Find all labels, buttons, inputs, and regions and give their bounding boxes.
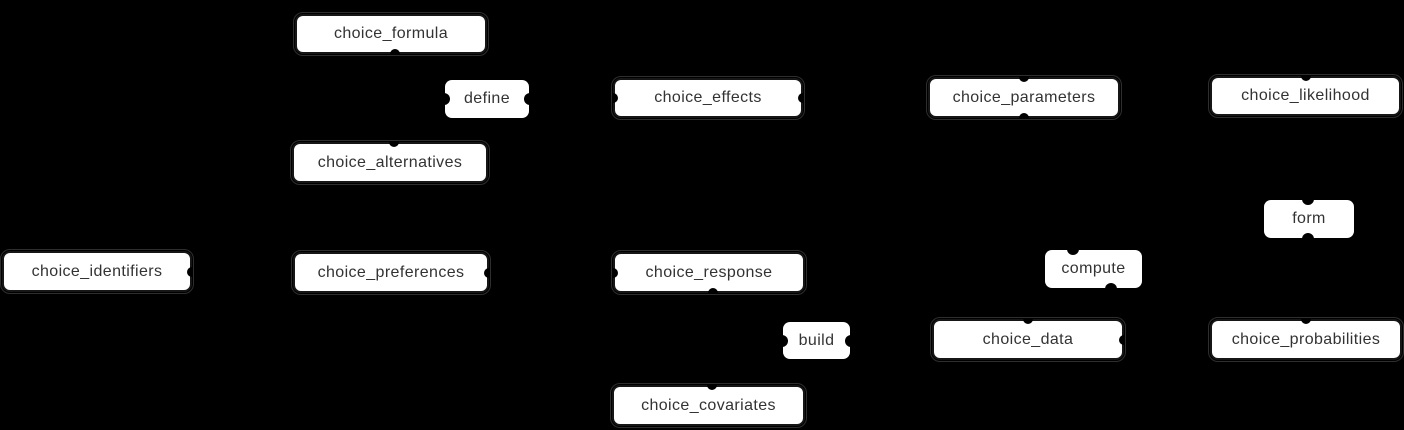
edge-connection-notch-bottom (1104, 283, 1117, 290)
edge-label-text: define (464, 90, 510, 107)
node-label: choice_effects (654, 89, 762, 106)
edge-connection-notch-bottom (707, 288, 718, 293)
edge-connection-notch-left (613, 267, 618, 278)
edge-connection-notch-top (1019, 77, 1029, 82)
node-label: choice_identifiers (31, 262, 163, 280)
node-label: choice_data (982, 330, 1074, 348)
edge-connection-notch-top (388, 142, 399, 147)
node-label: choice_alternatives (317, 153, 463, 171)
node-label: choice_preferences (317, 263, 465, 281)
edge-label-build: build (781, 322, 852, 359)
edge-connection-notch-right (1119, 334, 1124, 345)
node-label: choice_formula (333, 25, 449, 42)
edge-label-form: form (1264, 198, 1354, 240)
edge-connection-notch-top (707, 385, 718, 390)
flowchart-node-choice_covariates: choice_covariates (610, 383, 807, 428)
edge-connection-notch-top (1067, 248, 1080, 255)
edge-connection-notch-top (1302, 198, 1315, 205)
edge-connection-notch-bottom (1302, 233, 1315, 240)
flowchart-node-choice_preferences: choice_preferences (291, 250, 491, 295)
flowchart-node-choice_identifiers: choice_identifiers (0, 249, 194, 294)
flowchart-node-choice_probabilities: choice_probabilities (1208, 317, 1404, 362)
edge-connection-notch-right (798, 93, 803, 103)
edge-connection-notch-right (484, 267, 489, 278)
node-label: choice_likelihood (1241, 87, 1370, 104)
edge-label-text: compute (1061, 260, 1126, 277)
node-label: choice_covariates (641, 396, 776, 414)
edge-label-text: build (798, 331, 835, 349)
edge-label-compute: compute (1045, 248, 1142, 290)
edge-connection-notch-right (524, 93, 531, 105)
edge-connection-notch-left (443, 93, 450, 105)
flowchart-node-choice_likelihood: choice_likelihood (1208, 74, 1403, 118)
flowchart-node-choice_response: choice_response (611, 250, 807, 295)
edge-label-text: form (1292, 210, 1326, 227)
flowchart-node-choice_formula: choice_formula (293, 12, 489, 56)
flowchart-node-choice_effects: choice_effects (611, 76, 805, 120)
edge-connection-notch-top (1023, 319, 1033, 324)
edge-connection-notch-bottom (1019, 113, 1029, 118)
edge-connection-notch-left (613, 93, 618, 103)
node-label: choice_parameters (952, 88, 1096, 106)
flowchart-node-choice_parameters: choice_parameters (926, 75, 1122, 120)
node-label: choice_response (645, 263, 773, 281)
edge-connection-notch-left (781, 334, 788, 347)
edge-connection-notch-right (187, 266, 192, 277)
flowchart-node-choice_data: choice_data (930, 317, 1126, 362)
flowchart-node-choice_alternatives: choice_alternatives (290, 140, 490, 185)
edge-connection-notch-bottom (389, 49, 400, 54)
edge-connection-notch-top (1301, 319, 1311, 324)
node-label: choice_probabilities (1231, 330, 1381, 348)
edge-connection-notch-top (1300, 76, 1311, 81)
edge-connection-notch-right (845, 334, 852, 347)
edge-label-define: define (443, 80, 531, 118)
